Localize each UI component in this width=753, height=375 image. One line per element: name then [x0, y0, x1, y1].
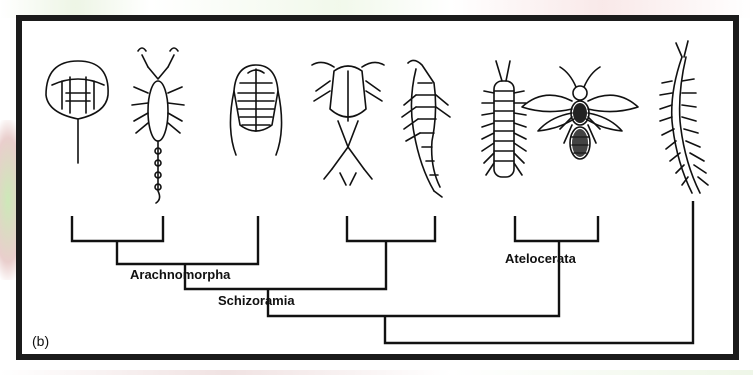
clade-label-schizoramia: Schizoramia: [218, 293, 295, 308]
crustacean-icon: [312, 62, 384, 185]
background-decoration-bottom: [0, 370, 753, 375]
horseshoe-crab-icon: [46, 61, 108, 163]
centipede-icon: [482, 61, 526, 177]
shrimp-icon: [402, 60, 450, 197]
millipede-icon: [660, 41, 708, 193]
trilobite-icon: [230, 65, 281, 155]
cladogram-svg: [22, 21, 733, 354]
clade-label-atelocerata: Atelocerata: [505, 251, 576, 266]
scorpion-icon: [132, 48, 184, 203]
clade-label-arachnomorpha: Arachnomorpha: [130, 267, 230, 282]
cladogram-figure: Arachnomorpha Schizoramia Atelocerata (b…: [16, 15, 739, 360]
panel-label: (b): [32, 333, 49, 349]
